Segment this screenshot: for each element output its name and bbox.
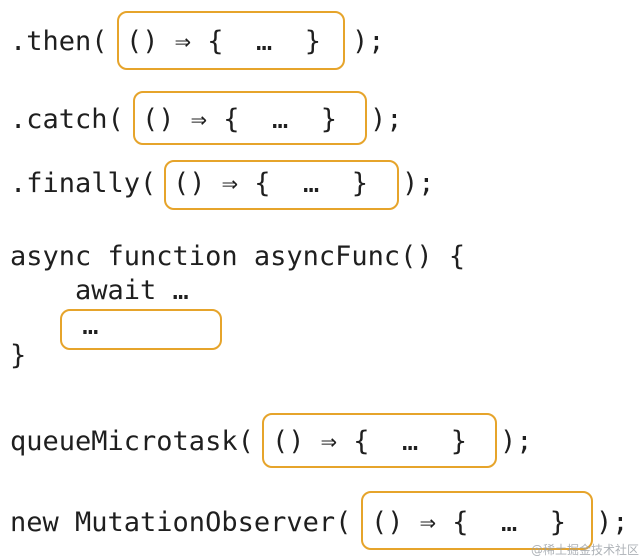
then-callback-text: () ⇒ { … }: [126, 26, 322, 57]
async-function-line: async function asyncFunc() {: [10, 241, 466, 272]
mutation-observer-callback-text: () ⇒ { … }: [371, 507, 567, 538]
finally-suffix: );: [402, 168, 435, 199]
then-callback-box: [117, 11, 345, 70]
catch-callback-text: () ⇒ { … }: [142, 104, 338, 135]
await-line: await …: [10, 275, 189, 306]
async-continuation-text: …: [66, 310, 99, 341]
then-prefix: .then(: [10, 26, 108, 57]
finally-callback-box: [164, 160, 399, 210]
mutation-observer-suffix: );: [596, 507, 629, 538]
queue-microtask-prefix: queueMicrotask(: [10, 426, 254, 457]
catch-suffix: );: [370, 104, 403, 135]
queue-microtask-suffix: );: [500, 426, 533, 457]
watermark: @稀土掘金技术社区: [530, 543, 639, 557]
queue-microtask-callback-text: () ⇒ { … }: [272, 426, 468, 457]
mutation-observer-callback-box: [361, 491, 593, 550]
async-continuation-box: [60, 309, 222, 350]
queue-microtask-callback-box: [262, 413, 497, 468]
catch-prefix: .catch(: [10, 104, 124, 135]
catch-callback-box: [133, 91, 367, 145]
mutation-observer-prefix: new MutationObserver(: [10, 507, 352, 538]
async-closing-brace: }: [10, 340, 27, 371]
finally-prefix: .finally(: [10, 168, 157, 199]
finally-callback-text: () ⇒ { … }: [173, 168, 369, 199]
then-suffix: );: [352, 26, 385, 57]
